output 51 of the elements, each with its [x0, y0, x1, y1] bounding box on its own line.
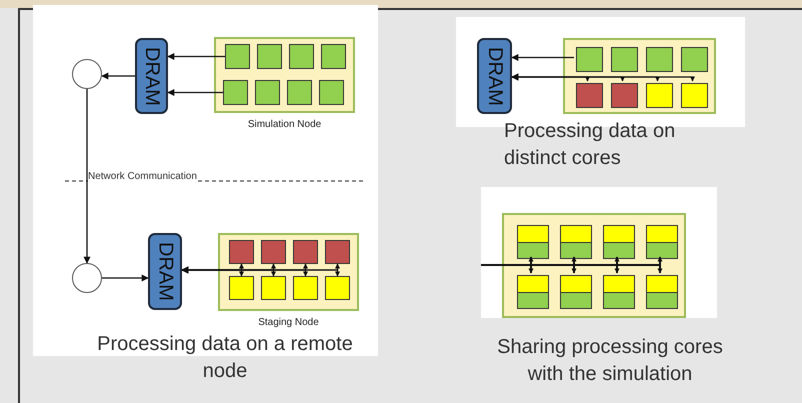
- core-block: [325, 240, 350, 264]
- core-block: [646, 47, 673, 72]
- core-block: [646, 225, 678, 259]
- memory-block: DRAM: [148, 233, 182, 310]
- arrow: [181, 266, 340, 276]
- core-block: [603, 275, 635, 309]
- arrow: [101, 72, 135, 80]
- panel-caption: Processing data on distinct cores: [504, 119, 676, 171]
- core-block: [257, 44, 282, 69]
- core-block: [261, 276, 286, 300]
- node-panel: [563, 38, 716, 114]
- core-block: [603, 225, 635, 259]
- core-block: [560, 275, 592, 309]
- panel-caption: Sharing processing cores with the simulation: [496, 335, 724, 387]
- core-block: [560, 225, 592, 259]
- core-block: [225, 44, 250, 69]
- core-block: [287, 80, 312, 105]
- arrow: [167, 53, 225, 60]
- memory-block: DRAM: [477, 38, 512, 114]
- arrow: [167, 89, 223, 96]
- core-block: [261, 240, 286, 264]
- core-block: [289, 44, 314, 69]
- memory-block: DRAM: [135, 38, 168, 114]
- core-block: [681, 47, 708, 72]
- core-block: [255, 80, 280, 105]
- core-block: [646, 83, 673, 108]
- arrow: [84, 89, 90, 264]
- arrow: [511, 54, 574, 61]
- arrow: [511, 74, 695, 82]
- core-block: [229, 240, 254, 264]
- core-block: [611, 47, 638, 72]
- core-block: [293, 276, 318, 300]
- core-block: [646, 275, 678, 309]
- node-label: Staging Node: [257, 317, 320, 328]
- core-block: [517, 275, 549, 309]
- core-block: [293, 240, 318, 264]
- core-block: [517, 225, 549, 259]
- core-block: [229, 276, 254, 300]
- node-label: Simulation Node: [246, 119, 322, 130]
- core-block: [611, 83, 638, 108]
- core-block: [321, 44, 346, 69]
- node-panel: [502, 213, 686, 318]
- core-block: [319, 80, 344, 105]
- core-block: [325, 276, 350, 300]
- core-block: [576, 83, 603, 108]
- divider-label: Network Communication: [88, 170, 197, 184]
- core-block: [576, 47, 603, 72]
- arrow: [102, 274, 149, 282]
- panel-caption: Processing data on a remote node: [96, 332, 354, 384]
- core-block: [681, 83, 708, 108]
- core-block: [223, 80, 248, 105]
